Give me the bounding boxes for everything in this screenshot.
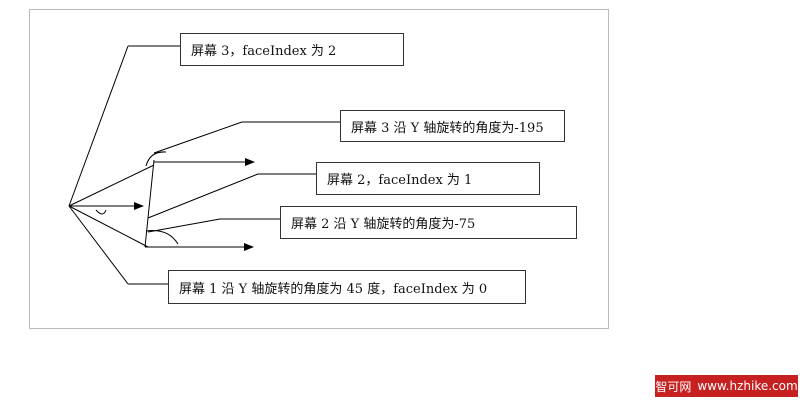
label-screen3-rotation: 屏幕 3 沿 Y 轴旋转的角度为-195 — [340, 110, 565, 142]
leader-screen3-rot — [153, 121, 243, 154]
leader-screen2-face — [147, 173, 259, 219]
watermark-url: www.hzhike.com — [697, 379, 798, 393]
label-screen3-rotation-text: 屏幕 3 沿 Y 轴旋转的角度为-195 — [351, 120, 544, 136]
label-screen1: 屏幕 1 沿 Y 轴旋转的角度为 45 度，faceIndex 为 0 — [168, 270, 526, 304]
watermark-badge: 智可网 www.hzhike.com — [655, 375, 798, 397]
origin-to-lower — [68, 205, 149, 248]
screen-edge — [144, 159, 155, 248]
label-screen3-faceindex: 屏幕 3，faceIndex 为 2 — [180, 33, 404, 66]
angle-arc-origin — [95, 209, 107, 215]
leader-screen2-rot — [147, 218, 221, 233]
angle-arc-top — [145, 151, 167, 167]
label-screen2-faceindex-text: 屏幕 2，faceIndex 为 1 — [327, 173, 473, 188]
angle-arc-bottom — [145, 230, 179, 245]
label-screen3-faceindex-text: 屏幕 3，faceIndex 为 2 — [191, 44, 337, 59]
label-screen1-text: 屏幕 1 沿 Y 轴旋转的角度为 45 度，faceIndex 为 0 — [179, 281, 488, 297]
origin-to-upper-mid — [68, 164, 155, 207]
label-screen2-rotation: 屏幕 2 沿 Y 轴旋转的角度为-75 — [280, 206, 577, 239]
label-screen2-faceindex: 屏幕 2，faceIndex 为 1 — [316, 162, 540, 195]
origin-to-top-line — [68, 45, 129, 207]
watermark-name: 智可网 — [655, 379, 692, 394]
origin-to-bottom-line — [68, 205, 129, 285]
label-screen2-rotation-text: 屏幕 2 沿 Y 轴旋转的角度为-75 — [291, 217, 476, 232]
